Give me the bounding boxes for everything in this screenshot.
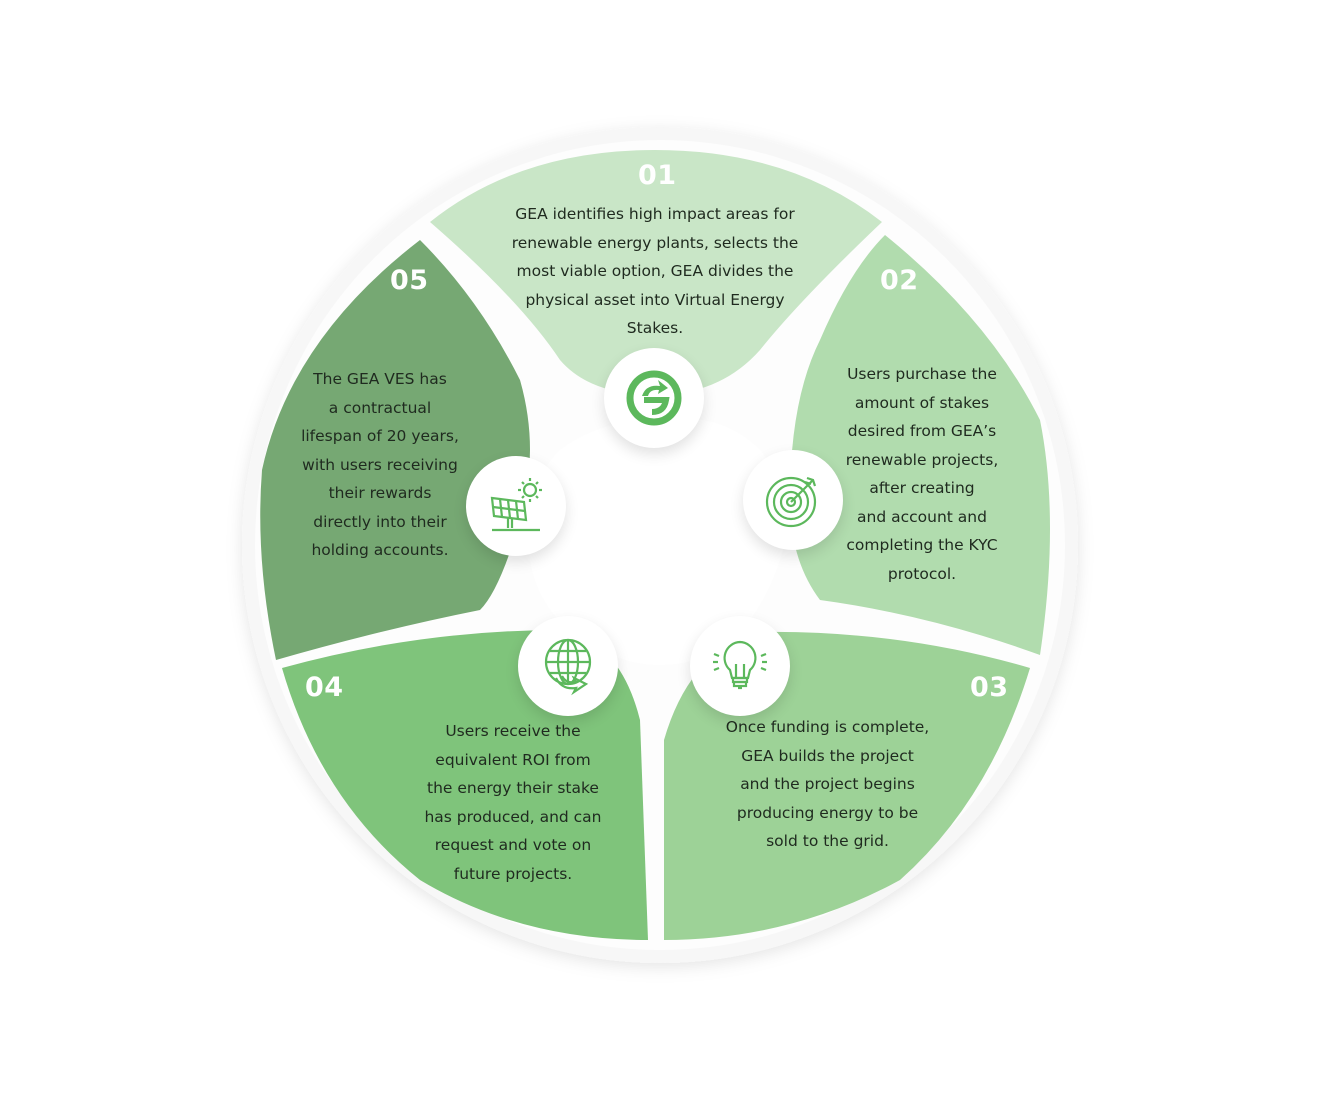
step-04-number: 04 xyxy=(305,672,344,703)
step-05-text: The GEA VES has a contractual lifespan o… xyxy=(301,370,459,559)
lightbulb-icon xyxy=(713,640,767,690)
gea-logo-icon xyxy=(626,370,682,426)
step-03-badge xyxy=(690,616,790,716)
step-04-text: Users receive the equivalent ROI from th… xyxy=(424,722,602,883)
step-01-badge xyxy=(604,348,704,448)
segment-01 xyxy=(430,150,882,395)
step-01-text: GEA identifies high impact areas for ren… xyxy=(511,205,799,337)
segment-02 xyxy=(790,235,1050,655)
step-03-number: 03 xyxy=(970,672,1009,703)
step-02-text: Users purchase the amount of stakes desi… xyxy=(845,365,999,583)
step-02-number: 02 xyxy=(880,265,919,296)
step-05-badge xyxy=(466,456,566,556)
target-icon xyxy=(765,476,817,528)
step-04-badge xyxy=(518,616,618,716)
step-05-number: 05 xyxy=(390,265,429,296)
segment-05 xyxy=(260,240,530,660)
step-02-badge xyxy=(743,450,843,550)
globe-arrow-icon xyxy=(544,638,592,696)
step-01-number: 01 xyxy=(638,160,677,191)
solar-panel-icon xyxy=(490,478,542,532)
center-core xyxy=(528,418,787,665)
step-03-text: Once funding is complete, GEA builds the… xyxy=(725,718,930,850)
